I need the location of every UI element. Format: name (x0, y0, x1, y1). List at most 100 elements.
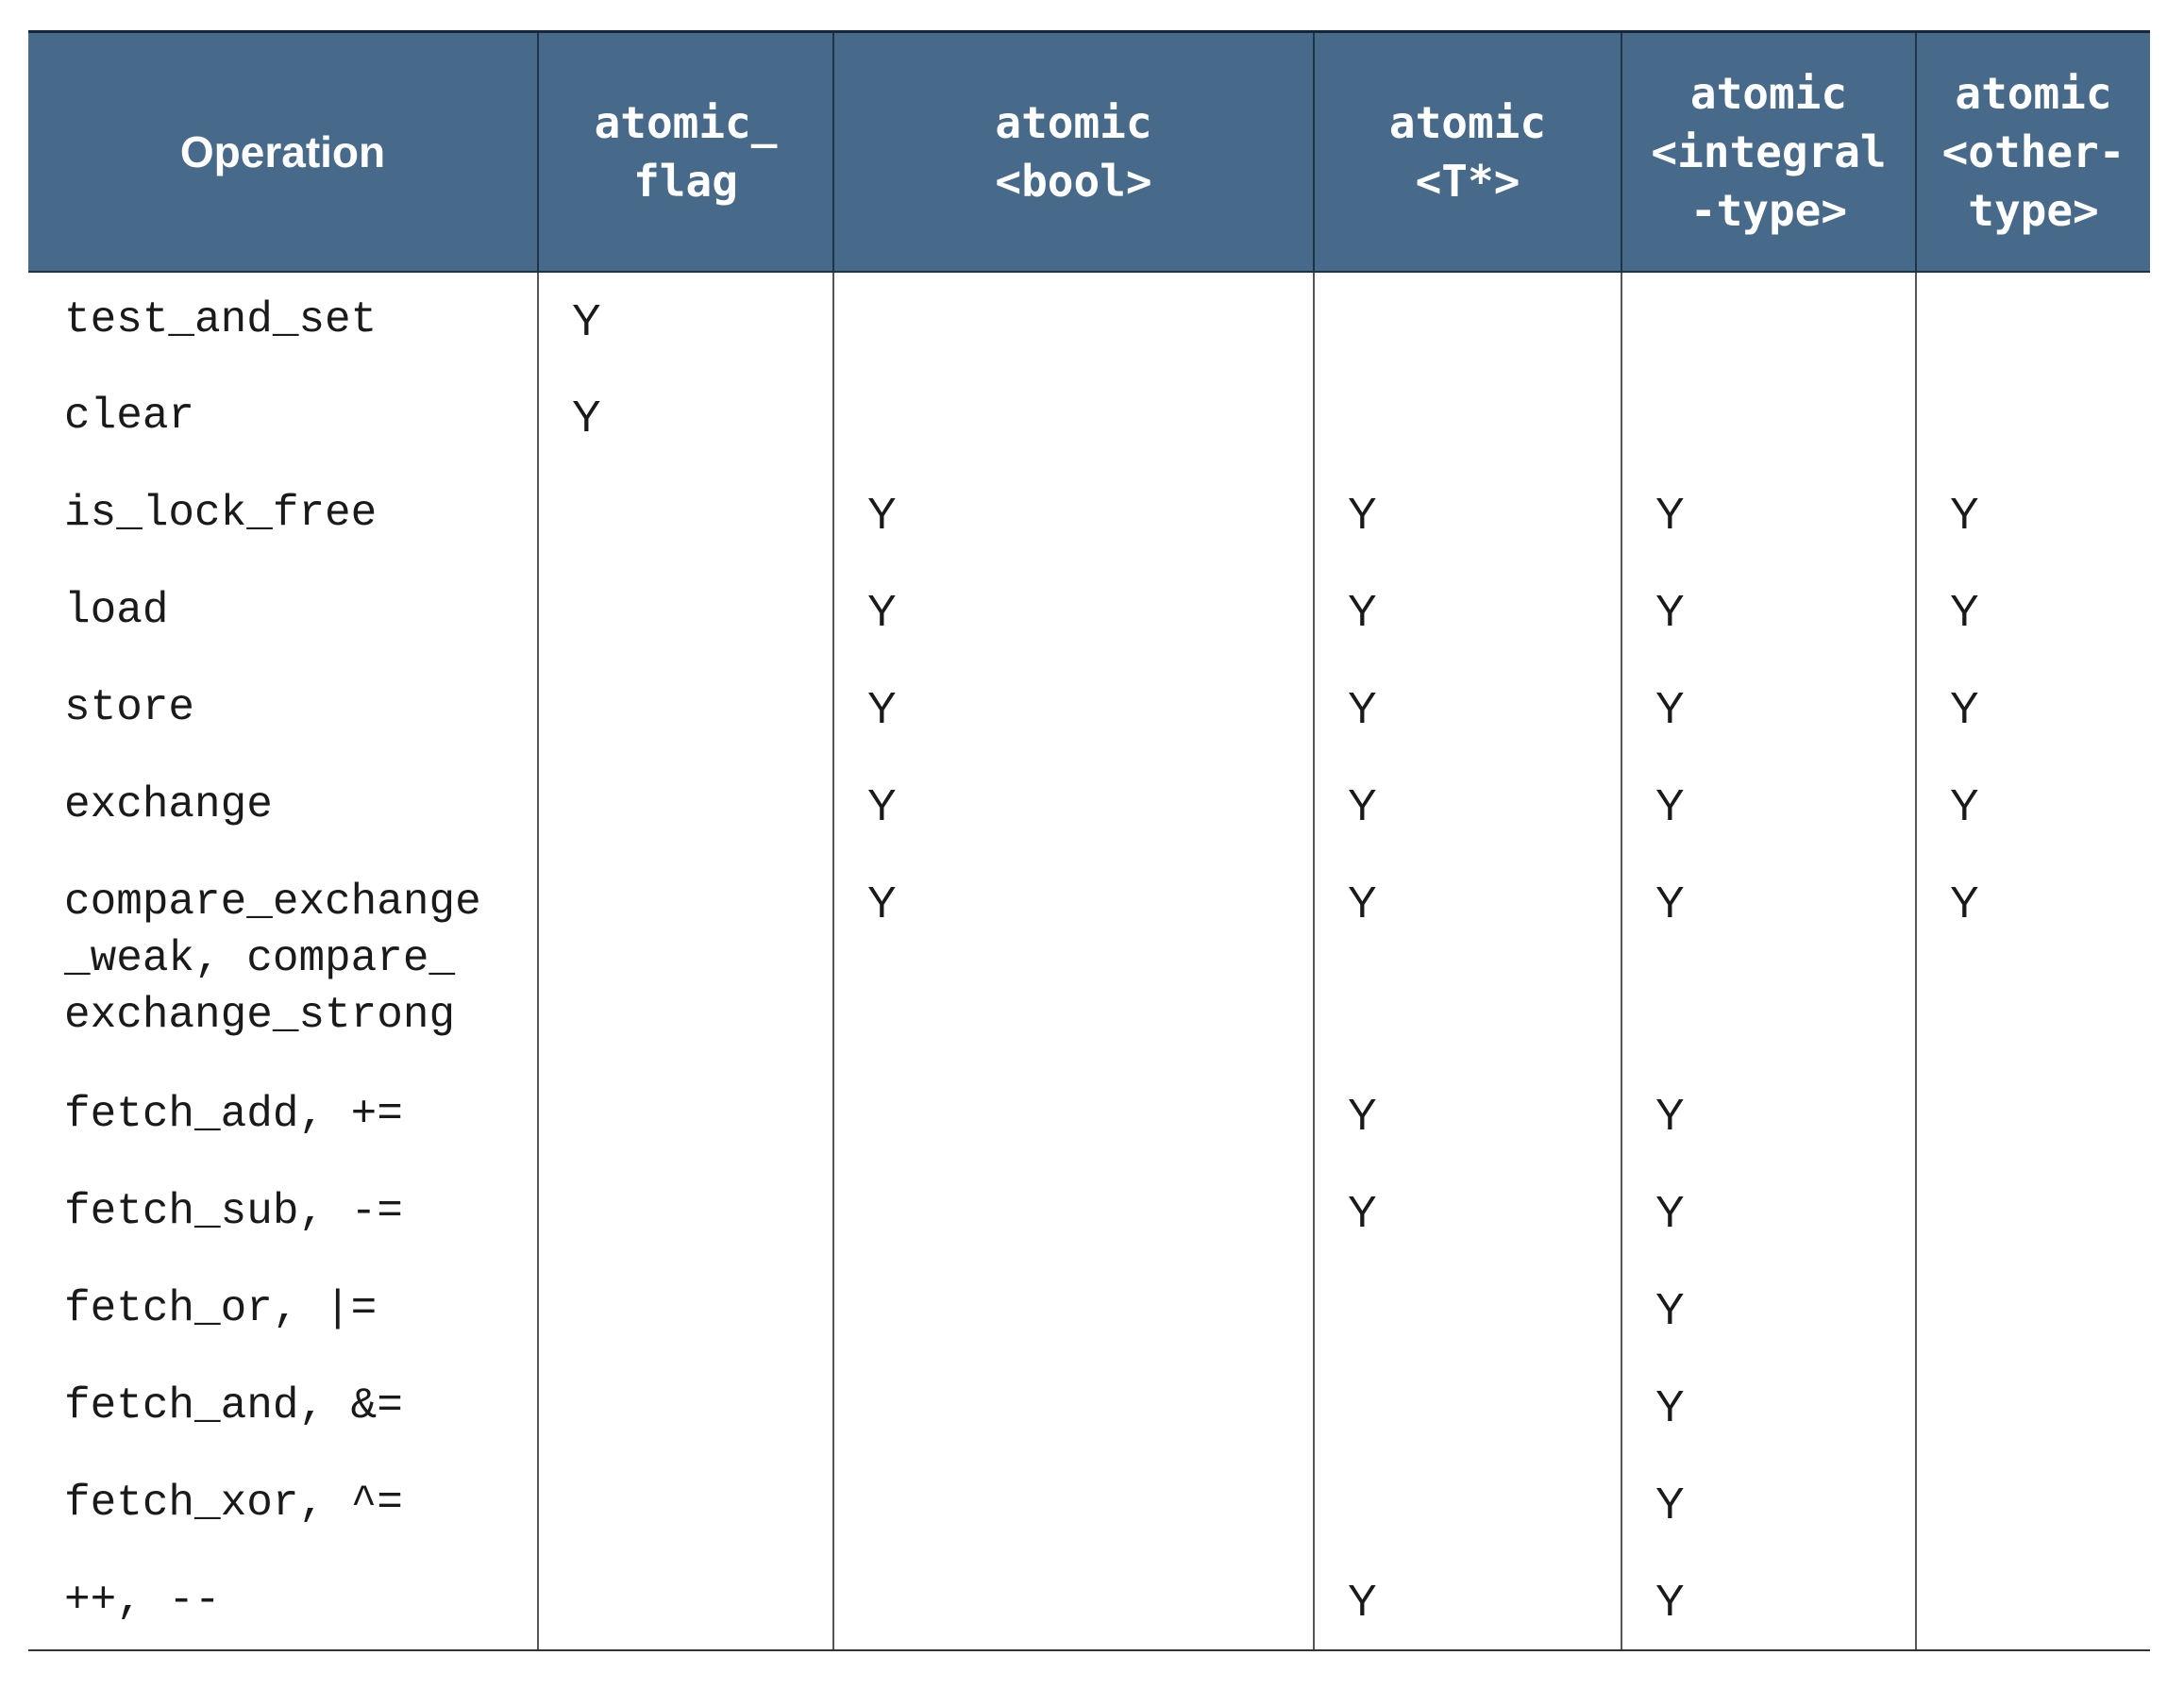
support-cell-other (1915, 271, 2150, 369)
operation-cell: clear (28, 369, 538, 466)
operation-cell: compare_exchange _weak, compare_ exchange_… (28, 855, 538, 1067)
support-cell-bool (832, 1358, 1314, 1456)
support-cell-flag (537, 1552, 833, 1651)
operation-name: compare_exchange (64, 877, 481, 927)
support-cell-flag (537, 562, 833, 661)
table-row: fetch_and, &= Y (28, 1358, 2150, 1456)
support-cell-bool (832, 1163, 1314, 1262)
operation-name: test_and_set (64, 294, 378, 344)
operation-name: exchange (64, 779, 273, 829)
operation-name: load (64, 585, 169, 635)
support-cell-flag: Y (537, 271, 833, 369)
support-cell-integral: Y (1621, 1163, 1916, 1262)
support-cell-integral: Y (1621, 1552, 1916, 1651)
operation-cell: fetch_sub, -= (28, 1164, 538, 1262)
support-cell-other (1915, 1261, 2150, 1359)
header-line: <T*> (1415, 155, 1520, 207)
support-cell-ptr: Y (1313, 660, 1621, 758)
support-cell-bool: Y (832, 562, 1314, 661)
support-cell-bool: Y (832, 465, 1314, 563)
support-cell-flag (537, 1358, 833, 1456)
operation-name: _weak, compare_ (64, 933, 456, 983)
support-cell-integral: Y (1621, 1261, 1916, 1359)
support-cell-other: Y (1915, 465, 2150, 563)
support-cell-bool: Y (832, 660, 1314, 758)
header-line: atomic (1689, 67, 1848, 119)
support-cell-flag (537, 757, 833, 855)
support-cell-ptr: Y (1313, 1552, 1621, 1651)
support-cell-other (1915, 1552, 2150, 1651)
support-cell-ptr: Y (1313, 757, 1621, 855)
support-cell-flag (537, 1163, 833, 1262)
support-cell-integral: Y (1621, 562, 1916, 661)
support-cell-other (1915, 1066, 2150, 1164)
table-row: compare_exchange _weak, compare_ exchange_… (28, 854, 2150, 1067)
support-cell-ptr (1313, 1261, 1621, 1359)
support-cell-ptr (1313, 368, 1621, 466)
operation-name: ++, -- (64, 1575, 221, 1625)
header-line: atomic (1388, 96, 1547, 148)
operation-name: fetch_xor, ^= (64, 1478, 403, 1528)
header-atomic-pointer: atomic <T*> (1313, 30, 1622, 273)
header-line: type> (1968, 184, 2099, 236)
support-cell-other: Y (1915, 562, 2150, 661)
support-cell-integral: Y (1621, 1358, 1916, 1456)
header-atomic-integral: atomic <integral -type> (1621, 30, 1917, 273)
table-header: Operation atomic_ flag atomic <bool> ato… (28, 30, 2150, 273)
operation-cell: test_and_set (28, 272, 538, 369)
operation-cell: is_lock_free (28, 466, 538, 563)
support-cell-ptr: Y (1313, 1066, 1621, 1164)
operation-name: fetch_and, &= (64, 1380, 403, 1430)
header-atomic-flag: atomic_ flag (537, 30, 834, 273)
header-row: Operation atomic_ flag atomic <bool> ato… (28, 30, 2150, 273)
support-cell-integral: Y (1621, 757, 1916, 855)
support-cell-bool (832, 271, 1314, 369)
support-cell-flag (537, 1066, 833, 1164)
support-cell-ptr (1313, 1358, 1621, 1456)
table-row: fetch_or, |= Y (28, 1261, 2150, 1359)
support-cell-bool: Y (832, 854, 1314, 1067)
support-cell-other: Y (1915, 757, 2150, 855)
header-line: flag (633, 155, 738, 207)
support-cell-other: Y (1915, 660, 2150, 758)
support-cell-other (1915, 1358, 2150, 1456)
operation-cell: store (28, 661, 538, 758)
support-cell-integral: Y (1621, 1455, 1916, 1553)
operation-cell: fetch_and, &= (28, 1359, 538, 1456)
operation-name: exchange_strong (64, 990, 456, 1040)
operation-name: fetch_or, |= (64, 1283, 378, 1333)
operation-cell: fetch_xor, ^= (28, 1456, 538, 1553)
support-cell-flag (537, 854, 833, 1067)
support-cell-integral (1621, 368, 1916, 466)
support-cell-integral: Y (1621, 854, 1916, 1067)
support-cell-ptr: Y (1313, 854, 1621, 1067)
support-cell-other (1915, 1455, 2150, 1553)
support-cell-ptr (1313, 271, 1621, 369)
support-cell-flag (537, 660, 833, 758)
atomic-operations-table: Operation atomic_ flag atomic <bool> ato… (28, 30, 2150, 1651)
table-row: test_and_set Y (28, 271, 2150, 369)
support-cell-ptr: Y (1313, 562, 1621, 661)
support-cell-flag (537, 1261, 833, 1359)
support-cell-flag: Y (537, 368, 833, 466)
support-cell-bool (832, 1261, 1314, 1359)
header-line: <bool> (995, 155, 1152, 207)
support-cell-integral: Y (1621, 1066, 1916, 1164)
table-row: fetch_xor, ^= Y (28, 1455, 2150, 1553)
support-cell-ptr (1313, 1455, 1621, 1553)
support-cell-other: Y (1915, 854, 2150, 1067)
header-line: atomic_ (594, 96, 778, 148)
operation-name: fetch_sub, -= (64, 1186, 403, 1236)
operation-cell: ++, -- (28, 1552, 538, 1651)
support-cell-other (1915, 368, 2150, 466)
header-line: <other- (1941, 125, 2125, 177)
operation-name: store (64, 682, 195, 732)
support-cell-ptr: Y (1313, 1163, 1621, 1262)
support-cell-integral: Y (1621, 465, 1916, 563)
support-cell-flag (537, 465, 833, 563)
